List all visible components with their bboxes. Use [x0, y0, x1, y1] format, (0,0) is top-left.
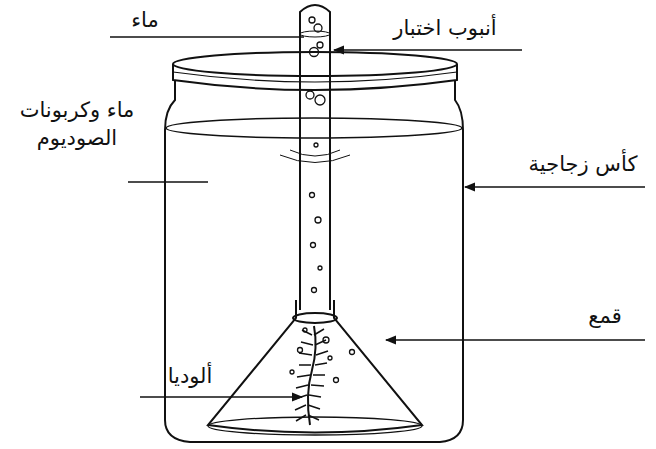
- leader-line: [386, 339, 645, 341]
- leader-line: [110, 36, 304, 38]
- funnel-label: قمع: [570, 302, 640, 330]
- solution-label: ماء وكربونات الصوديوم: [2, 96, 152, 152]
- leader-line: [140, 396, 302, 398]
- jar-label: كأس زجاجية: [514, 150, 652, 178]
- leader-line: [128, 181, 208, 183]
- test-tube-label: أنبوب اختبار: [360, 14, 530, 42]
- water-label: ماء: [100, 6, 190, 34]
- elodea-label: ألوديا: [135, 362, 245, 390]
- leader-line: [465, 186, 645, 188]
- leader-line: [334, 49, 522, 51]
- funnel: [208, 300, 422, 433]
- test-tube: [300, 5, 330, 310]
